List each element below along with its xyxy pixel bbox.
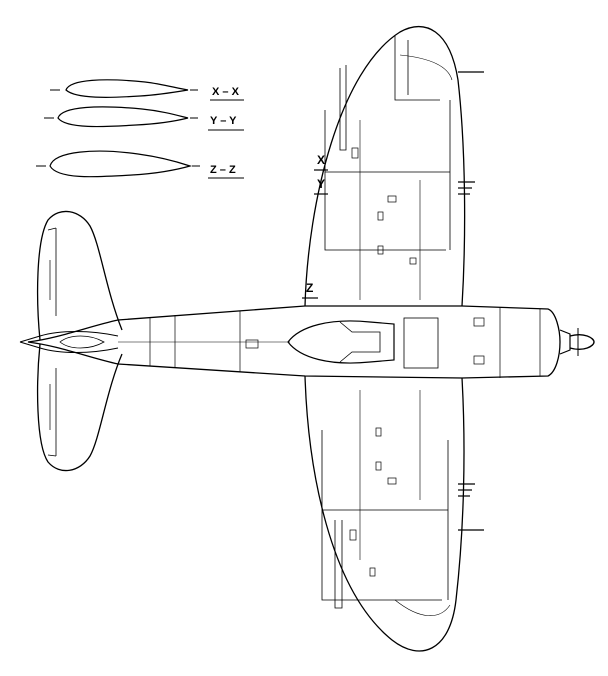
- wing-upper: [304, 25, 484, 307]
- station-marker-z: Z: [306, 281, 313, 295]
- station-marker-x: X: [317, 153, 325, 167]
- wing-lower: [304, 375, 484, 652]
- fuselage: [27, 305, 595, 379]
- section-label-xx: X – X: [212, 86, 240, 98]
- section-label-yy: Y – Y: [210, 115, 237, 127]
- airfoil-section-zz: Z – Z: [36, 150, 244, 179]
- station-marker-y: Y: [317, 177, 325, 191]
- airfoil-section-yy: Y – Y: [44, 106, 244, 131]
- section-label-zz: Z – Z: [210, 164, 236, 176]
- airfoil-section-xx: X – X: [50, 79, 244, 101]
- airfoil-sections: X – X Y – Y Z – Z: [36, 79, 244, 179]
- horizontal-tail: [19, 210, 123, 472]
